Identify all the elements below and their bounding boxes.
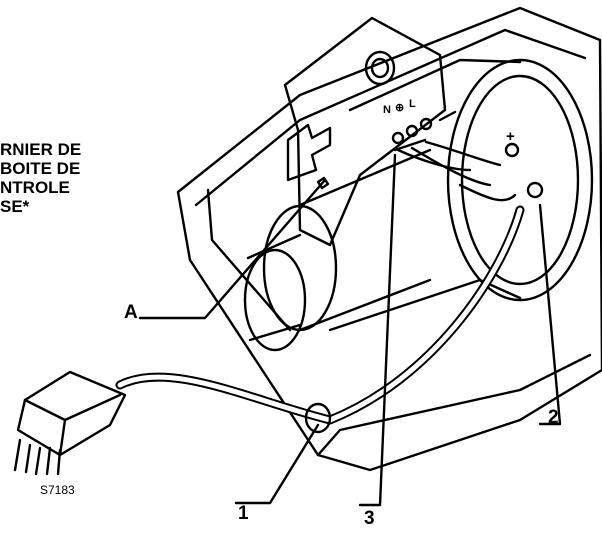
motor-housing-top: [348, 58, 522, 112]
callout-1: 1: [238, 503, 249, 524]
terminal-block-housing: [283, 16, 447, 247]
terminal-l: [419, 117, 433, 131]
terminal-box-caption: RNIER DE BOITE DE NTROLE SE*: [0, 140, 81, 216]
terminal-mark-n: N: [383, 104, 391, 116]
terminal-mark-plus: +: [506, 128, 515, 145]
terminal-n: [391, 131, 405, 145]
terminal-mark-earth: ⊕: [395, 102, 405, 114]
motor-rear-ring-inner: [460, 74, 580, 286]
connector-pins: [13, 438, 62, 476]
supply-cable: [115, 205, 525, 425]
terminal-mark-l: L: [409, 98, 416, 110]
motor-rear-ring: [446, 58, 594, 302]
figure-code: S7183: [40, 483, 75, 497]
cable-grommet: [304, 402, 332, 434]
plate-inner-edge: [194, 28, 587, 207]
caption-line-1: RNIER DE: [0, 140, 82, 159]
arrow-outline: [286, 123, 332, 182]
motor-shaft-boss: [243, 248, 307, 352]
caption-line-4: SE*: [0, 197, 30, 216]
mounting-plate: [176, 6, 602, 472]
leader-3: [358, 153, 397, 507]
callout-a: A: [124, 302, 138, 323]
caption-line-2: BOITE DE: [0, 159, 81, 178]
internal-wires: [396, 140, 502, 187]
leader-a: [138, 178, 327, 320]
callout-3: 3: [364, 508, 375, 529]
caption-line-3: NTROLE: [0, 178, 70, 197]
motor-housing-bottom: [328, 278, 522, 332]
motor-cylinder: [298, 148, 432, 332]
callout-2: 2: [548, 407, 559, 428]
connector-plug: [16, 370, 127, 457]
earth-screw: [504, 142, 520, 158]
leader-1: [234, 423, 320, 505]
leader-2: [538, 203, 562, 426]
clamp-screw: [526, 181, 544, 199]
terminal-earth: [405, 124, 419, 138]
vent-cap: [364, 50, 396, 86]
